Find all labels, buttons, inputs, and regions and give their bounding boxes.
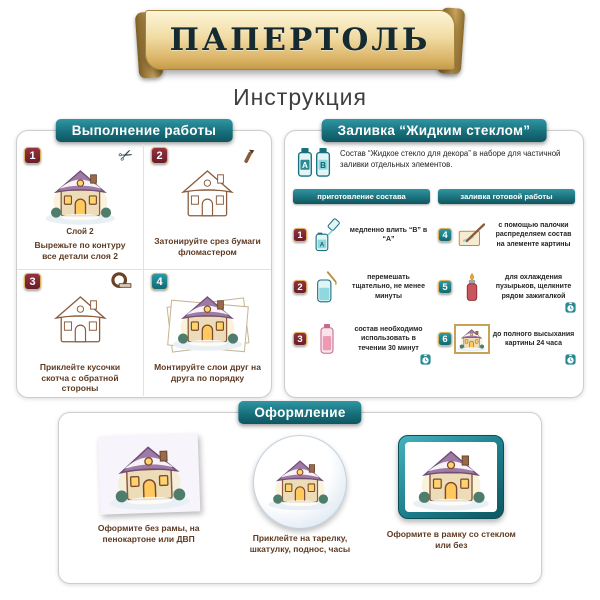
cottage-outline-illustration [53,296,107,343]
cottage-illustration [268,460,332,510]
step-number-badge: 2 [151,147,168,164]
cottage-illustration [172,296,243,351]
fill-step-5: 5 для охлаждения пузырьков, щелкните ряд… [438,266,576,313]
prep-step-1: 1 A медленно влить “B [293,214,430,256]
lighter-icon [456,272,488,302]
step-caption: для охлаждения пузырьков, щелкните рядом… [495,274,572,300]
work-step-4: 4 Монтируйте слои друг на друга по поряд… [144,270,271,396]
glass-panel-header: Заливка “Жидким стеклом” [321,119,547,142]
unframed-picture-image [97,433,200,515]
design-option-no-frame: Оформите без рамы, на пенокартоне или ДВ… [74,433,224,544]
step-caption: медленно влить “B” в “A” [349,226,428,243]
work-panel: Выполнение работы 1 ✂ Слой 2 Вырежьте по… [16,119,272,398]
brand-title: ПАПЕРТОЛЬ [169,22,431,58]
tape-roll-icon [109,272,133,295]
option-caption: Оформите без рамы, на пенокартоне или ДВ… [97,523,200,544]
timer-icon [565,302,576,313]
design-option-plate: Приклейте на тарелку, шкатулку, поднос, … [225,435,375,554]
design-panel: Оформление Оформите без рамы, на пенокар… [58,401,542,584]
work-panel-header: Выполнение работы [55,119,233,142]
timer-icon [420,354,431,365]
step-number-badge: 1 [293,228,307,242]
step-caption: перемешать тщательно, не менее минуты [352,274,425,300]
step-caption: состав необходимо использовать в течении… [354,326,423,352]
layer-label: Слой 2 [66,227,94,236]
cottage-illustration [109,446,190,510]
applicator-stick-icon [456,221,488,249]
mixture-bottle-icon [311,322,343,356]
step-number-badge: 2 [293,280,307,294]
step-number-badge: 3 [293,332,307,346]
fill-header: заливка готовой работы [438,189,575,204]
step-caption: с помощью палочки распределяем состав на… [495,222,572,248]
stir-bottle-icon [311,270,343,304]
glass-intro-text: Состав “Жидкое стекло для декора” в набо… [340,149,561,169]
fill-step-6: 6 до полного высыхания картины 24 часа [438,318,576,365]
step-1-house-image [21,162,139,226]
step-caption: Приклейте кусочки скотча с обратной стор… [39,362,121,394]
step-number-badge: 3 [24,273,41,290]
prep-header: приготовление состава [293,189,430,204]
finished-picture-icon [454,324,490,354]
step-2-house-outline-image [148,162,267,226]
banner-parchment: ПАПЕРТОЛЬ [145,10,455,70]
plate-picture-image [252,435,347,529]
cottage-outline-illustration [180,170,235,217]
page-title: Инструкция [233,84,367,110]
prep-column: приготовление состава 1 A [293,189,431,370]
prep-step-2: 2 перемешать тщательно, не менее минуты [293,266,430,308]
step-number-badge: 6 [438,332,452,346]
step-3-house-outline-image [21,288,139,352]
option-caption: Оформите в рамку со стеклом или без [386,529,516,550]
framed-picture-image [398,435,505,519]
glass-panel: Заливка “Жидким стеклом” A B Состав “Жид… [284,119,584,398]
work-steps-grid: 1 ✂ Слой 2 Вырежьте по контуру все детал… [17,144,271,396]
cottage-illustration [457,329,487,352]
cottage-illustration [45,170,115,225]
timer-icon [565,354,576,365]
fill-step-4: 4 с помощью палочки распределяем состав … [438,214,575,256]
step-number-badge: 1 [24,147,41,164]
svg-text:B: B [320,161,326,170]
design-panel-header: Оформление [238,401,362,424]
prep-step-3: 3 состав необходимо использовать в течен… [293,318,431,365]
fill-column: заливка готовой работы 4 с помощью палоч… [438,189,576,370]
title-banner: ПАПЕРТОЛЬ [134,7,466,79]
step-caption: Монтируйте слои друг на друга по порядку [154,362,261,383]
step-caption: Затонируйте срез бумаги фломастером [154,236,261,257]
work-step-1: 1 ✂ Слой 2 Вырежьте по контуру все детал… [17,144,144,270]
step-caption: Вырежьте по контуру все детали слоя 2 [34,240,126,261]
glass-intro: A B Состав “Жидкое стекло для декора” в … [285,144,583,183]
option-caption: Приклейте на тарелку, шкатулку, поднос, … [249,533,351,554]
step-number-badge: 5 [438,280,452,294]
step-caption: до полного высыхания картины 24 часа [492,330,575,347]
work-step-3: 3 Приклейте кусочки скотча с обратной ст… [17,270,144,396]
design-option-frame: Оформите в рамку со стеклом или без [376,435,526,550]
cottage-illustration [413,450,490,511]
svg-text:A: A [320,242,325,249]
step-number-badge: 4 [438,228,452,242]
marker-icon [237,143,266,174]
pour-bottle-icon: A [311,218,343,252]
svg-text:A: A [302,161,308,170]
bottles-ab-icon: A B [295,147,333,183]
work-step-2: 2 Затонируйте срез бумаги фломастером [144,144,271,270]
step-4-layered-house-image [148,288,267,352]
